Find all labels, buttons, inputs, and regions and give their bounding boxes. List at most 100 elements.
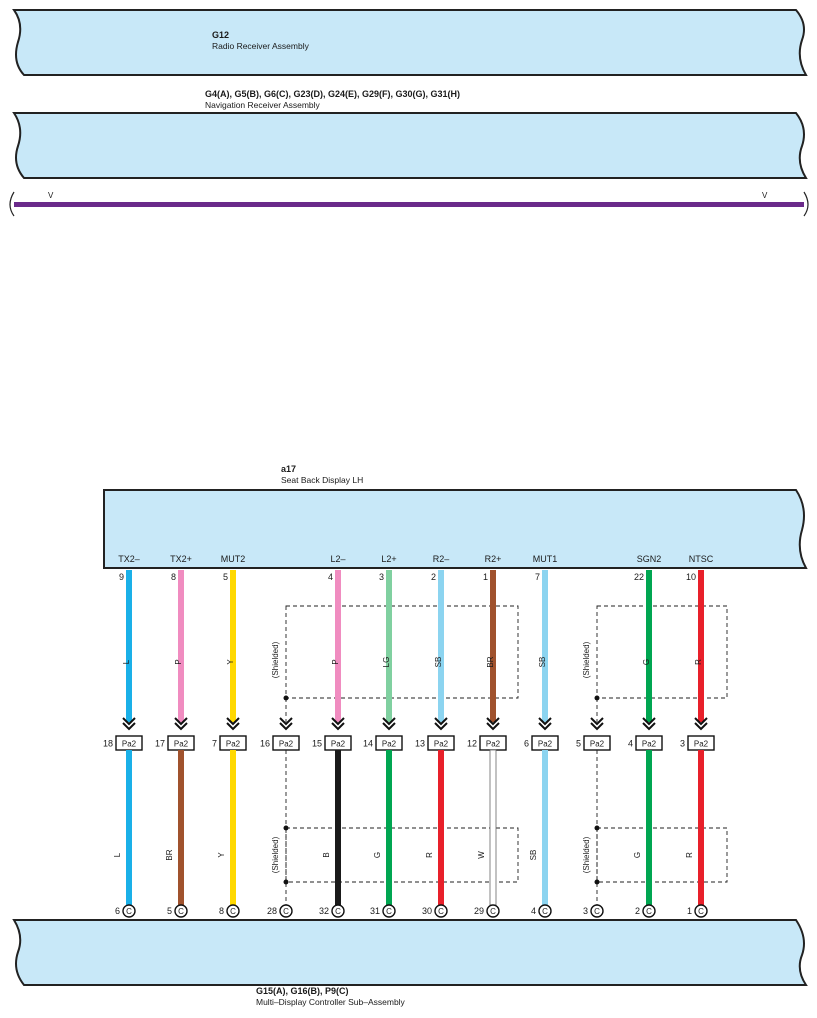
inline-connector-code: Pa2 xyxy=(331,740,346,749)
display-pin-signal: L2+ xyxy=(381,554,396,564)
upper-wire xyxy=(335,570,341,722)
controller-pin-number: 2 xyxy=(635,906,640,916)
controller-pin-circle xyxy=(122,904,136,918)
upper-wire xyxy=(698,570,704,722)
lower-wire xyxy=(438,750,444,905)
inline-connector-pin: 12 xyxy=(467,739,477,749)
lower-wire xyxy=(178,750,184,905)
inline-connector-code: Pa2 xyxy=(226,740,241,749)
lower-wire xyxy=(230,750,236,905)
display-pin-signal: L2– xyxy=(330,554,345,564)
bus-wire-color-left: V xyxy=(48,191,54,200)
controller-pin-circle xyxy=(226,904,240,918)
display-pin-number: 1 xyxy=(483,572,488,582)
display-pin-number: 10 xyxy=(686,572,696,582)
connector-chevron xyxy=(174,717,188,731)
shield-junction-dot xyxy=(594,695,600,701)
controller-pin-circle xyxy=(642,904,656,918)
display-desc: Seat Back Display LH xyxy=(281,475,363,485)
shield-box-lower-audio xyxy=(285,827,519,883)
inline-connector-pin: 16 xyxy=(260,739,270,749)
controller-pin-letter: C xyxy=(542,907,548,916)
controller-pin-number: 4 xyxy=(531,906,536,916)
connector-chevron xyxy=(642,717,656,731)
inline-connector-code: Pa2 xyxy=(642,740,657,749)
connector-chevron xyxy=(226,717,240,731)
upper-wire-color-code: SB xyxy=(434,657,443,668)
controller-pin-letter: C xyxy=(490,907,496,916)
navigation-receiver-block xyxy=(12,112,808,179)
controller-pin-letter: C xyxy=(335,907,341,916)
upper-wire xyxy=(178,570,184,722)
controller-pin-letter: C xyxy=(386,907,392,916)
inline-connector-code: Pa2 xyxy=(538,740,553,749)
inline-connector-pin: 4 xyxy=(628,739,633,749)
display-pin-signal: TX2+ xyxy=(170,554,192,564)
connector-chevron xyxy=(122,717,136,731)
controller-block xyxy=(12,919,808,986)
inline-connector-pin: 17 xyxy=(155,739,165,749)
display-pin-number: 5 xyxy=(223,572,228,582)
display-pin-number: 8 xyxy=(171,572,176,582)
controller-pin-number: 28 xyxy=(267,906,277,916)
controller-pin-number: 5 xyxy=(167,906,172,916)
upper-wire xyxy=(646,570,652,722)
shield-junction-dot xyxy=(594,825,600,831)
upper-wire-color-code: P xyxy=(331,659,340,664)
inline-connector-pin: 13 xyxy=(415,739,425,749)
connector-chevron xyxy=(434,717,448,731)
controller-pin-number: 30 xyxy=(422,906,432,916)
shield-box-upper-video xyxy=(596,605,728,699)
shield-label: (Shielded) xyxy=(582,641,591,678)
radio-receiver-name: G12 xyxy=(212,30,229,40)
shield-label: (Shielded) xyxy=(582,836,591,873)
display-pin-signal: SGN2 xyxy=(637,554,662,564)
lower-wire-color-code: SB xyxy=(529,850,538,861)
controller-desc: Multi–Display Controller Sub–Assembly xyxy=(256,997,406,1007)
controller-name: G15(A), G16(B), P9(C) xyxy=(256,986,349,996)
controller-pin-number: 8 xyxy=(219,906,224,916)
circuits-group: TX2–9LPa218LC6TX2–TX2+8PPa217BRC5TX2+MUT… xyxy=(103,554,715,932)
controller-pin-letter: C xyxy=(178,907,184,916)
navigation-receiver-name: G4(A), G5(B), G6(C), G23(D), G24(E), G29… xyxy=(205,89,460,99)
display-pin-signal: NTSC xyxy=(689,554,714,564)
display-pin-signal: R2– xyxy=(433,554,450,564)
controller-pin-circle xyxy=(694,904,708,918)
lower-wire xyxy=(335,750,341,905)
upper-wire-color-code: G xyxy=(642,659,651,665)
display-pin-signal: TX2– xyxy=(118,554,140,564)
display-pin-signal: MUT2 xyxy=(221,554,246,564)
lower-wire xyxy=(698,750,704,905)
connector-chevron xyxy=(382,717,396,731)
upper-wire-color-code: BR xyxy=(486,656,495,667)
controller-pin-circle xyxy=(279,904,293,918)
controller-pin-letter: C xyxy=(126,907,132,916)
controller-pin-number: 32 xyxy=(319,906,329,916)
controller-pin-letter: C xyxy=(646,907,652,916)
upper-wire xyxy=(230,570,236,722)
display-pin-number: 7 xyxy=(535,572,540,582)
shield-junction-dot xyxy=(283,695,289,701)
inline-connector-code: Pa2 xyxy=(486,740,501,749)
inline-connector-pin: 15 xyxy=(312,739,322,749)
connector-chevron xyxy=(694,717,708,731)
connector-chevron xyxy=(590,717,604,731)
connector-chevron xyxy=(279,717,293,731)
controller-pin-letter: C xyxy=(230,907,236,916)
display-pin-number: 9 xyxy=(119,572,124,582)
inline-connector-pin: 5 xyxy=(576,739,581,749)
lower-wire-color-code: G xyxy=(373,852,382,858)
inline-connector-code: Pa2 xyxy=(694,740,709,749)
inline-connector-pin: 18 xyxy=(103,739,113,749)
lower-wire xyxy=(646,750,652,905)
radio-receiver-block xyxy=(12,9,808,76)
shield-box-upper-audio xyxy=(285,605,519,699)
bus-wire-right-break xyxy=(803,191,809,217)
lower-wire xyxy=(542,750,548,905)
lower-wire xyxy=(489,749,497,906)
lower-wire-color-code: R xyxy=(425,852,434,858)
inline-connector-pin: 3 xyxy=(680,739,685,749)
shield-junction-dot xyxy=(594,879,600,885)
lower-wire-color-code: G xyxy=(633,852,642,858)
lower-wire-color-code: BR xyxy=(165,849,174,860)
